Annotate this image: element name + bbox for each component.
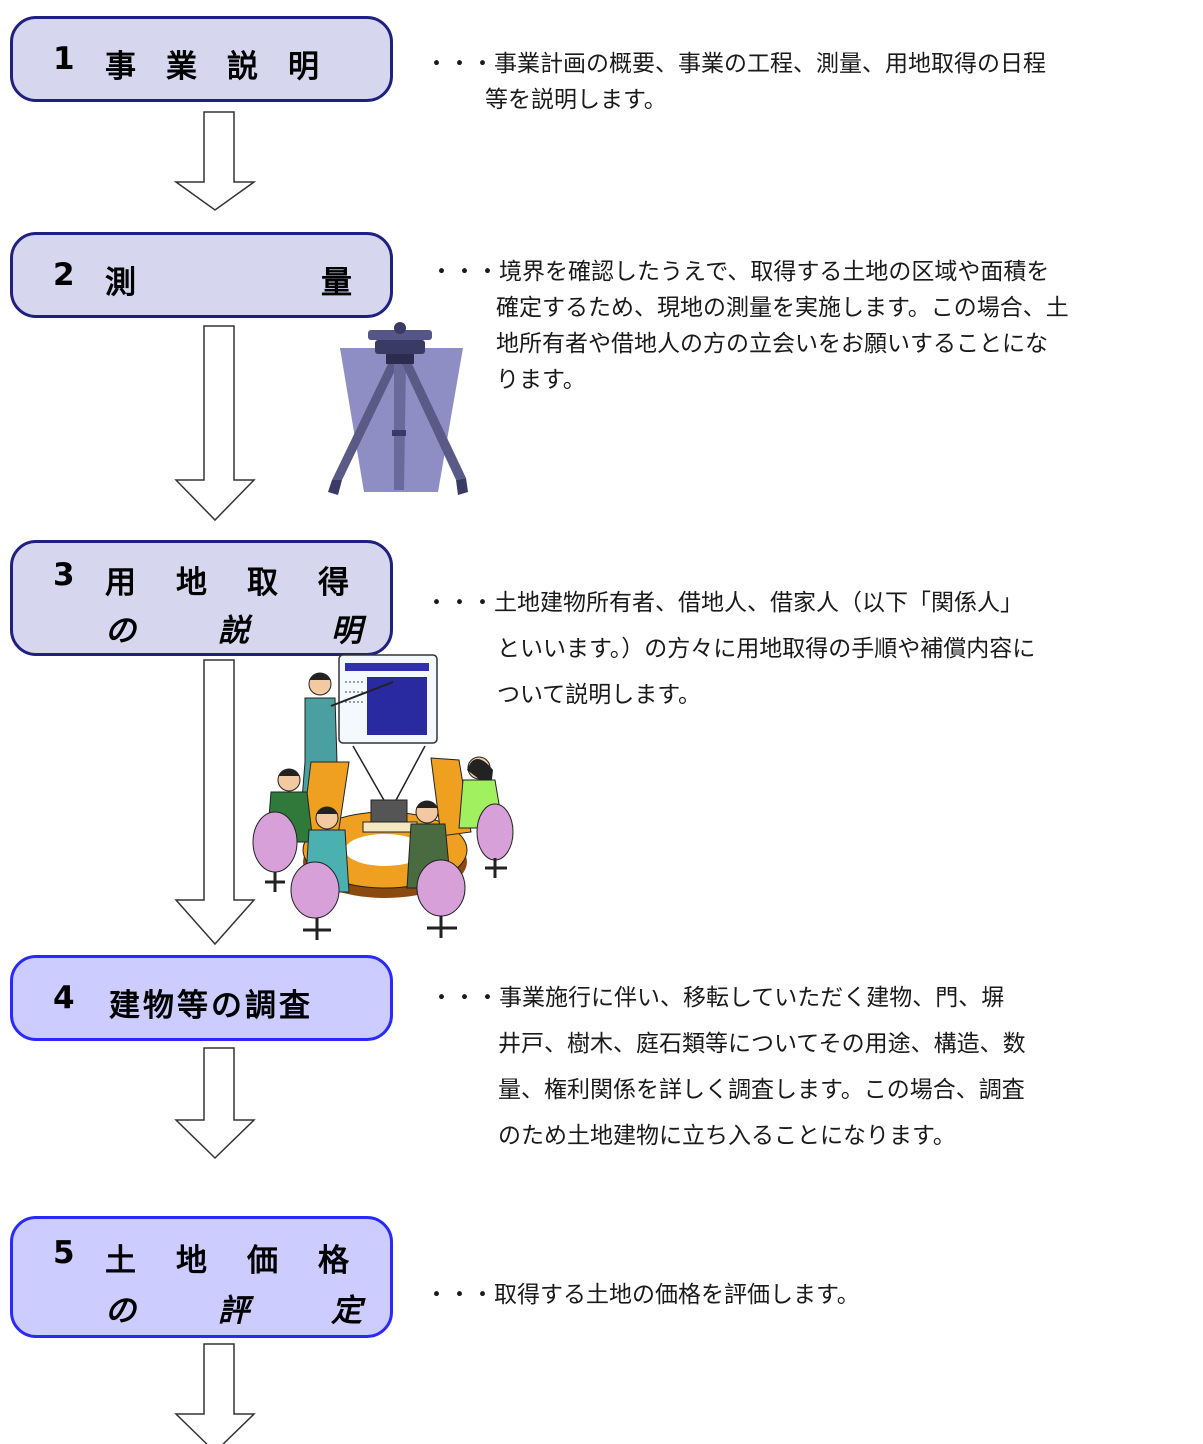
step-4-box: 4 建物等の調査 [10, 955, 393, 1041]
step-3-box: 3 用地取得 の説明 [10, 540, 393, 656]
step-label: 建物等の調査 [109, 988, 313, 1024]
step-number: 1 [53, 41, 75, 77]
meeting-presentation-icon [252, 654, 514, 940]
description-line: 量、権利関係を詳しく調査します。この場合、調査 [498, 1077, 1025, 1103]
down-arrow-3 [174, 659, 256, 946]
description-line: 地所有者や借地人の方の立会いをお願いすることにな [496, 331, 1048, 357]
step-1-description: ・・・事業計画の概要、事業の工程、測量、用地取得の日程 等を説明します。 [425, 46, 1046, 118]
step-2-box: 2 測量 [10, 232, 393, 318]
description-line: 井戸、樹木、庭石類等についてその用途、構造、数 [498, 1031, 1026, 1057]
down-arrow-4 [174, 1047, 256, 1160]
step-label: 測量 [105, 265, 537, 301]
step-label-line-1: 用地取得 [105, 565, 389, 601]
step-number: 2 [53, 257, 75, 293]
description-line: ついて説明します。 [497, 682, 702, 708]
step-5-box: 5 土地価格 の評定 [10, 1216, 393, 1338]
description-line: といいます。）の方々に用地取得の手順や補償内容に [497, 636, 1036, 662]
survey-tripod-icon [328, 322, 468, 495]
step-label-line-2: の評定 [105, 1293, 444, 1329]
step-label: 事業説明 [105, 49, 349, 85]
description-line: ・・・境界を確認したうえで、取得する土地の区域や面積を [430, 259, 1050, 285]
description-line: ・・・事業計画の概要、事業の工程、測量、用地取得の日程 [425, 51, 1046, 77]
description-line: ・・・事業施行に伴い、移転していただく建物、門、塀 [430, 985, 1005, 1011]
description-line: 等を説明します。 [485, 87, 667, 113]
description-line: 確定するため、現地の測量を実施します。この場合、土 [496, 295, 1069, 321]
step-3-description: ・・・土地建物所有者、借地人、借家人（以下「関係人」 といいます。）の方々に用地… [425, 580, 1035, 718]
description-line: のため土地建物に立ち入ることになります。 [498, 1123, 956, 1149]
description-line: ・・・取得する土地の価格を評価します。 [425, 1282, 860, 1308]
down-arrow-2 [174, 325, 256, 522]
step-number: 4 [53, 980, 75, 1016]
step-number: 3 [53, 557, 75, 593]
step-label-line-2: の説明 [105, 613, 444, 649]
down-arrow-1 [173, 111, 257, 211]
step-2-description: ・・・境界を確認したうえで、取得する土地の区域や面積を 確定するため、現地の測量… [430, 254, 1069, 398]
step-number: 5 [53, 1235, 75, 1271]
description-line: ・・・土地建物所有者、借地人、借家人（以下「関係人」 [425, 590, 1023, 616]
step-5-description: ・・・取得する土地の価格を評価します。 [425, 1277, 860, 1313]
down-arrow-5 [174, 1343, 256, 1444]
step-label-line-1: 土地価格 [105, 1243, 389, 1279]
step-4-description: ・・・事業施行に伴い、移転していただく建物、門、塀 井戸、樹木、庭石類等について… [430, 975, 1026, 1159]
step-1-box: 1 事業説明 [10, 16, 393, 102]
description-line: ります。 [496, 367, 586, 393]
